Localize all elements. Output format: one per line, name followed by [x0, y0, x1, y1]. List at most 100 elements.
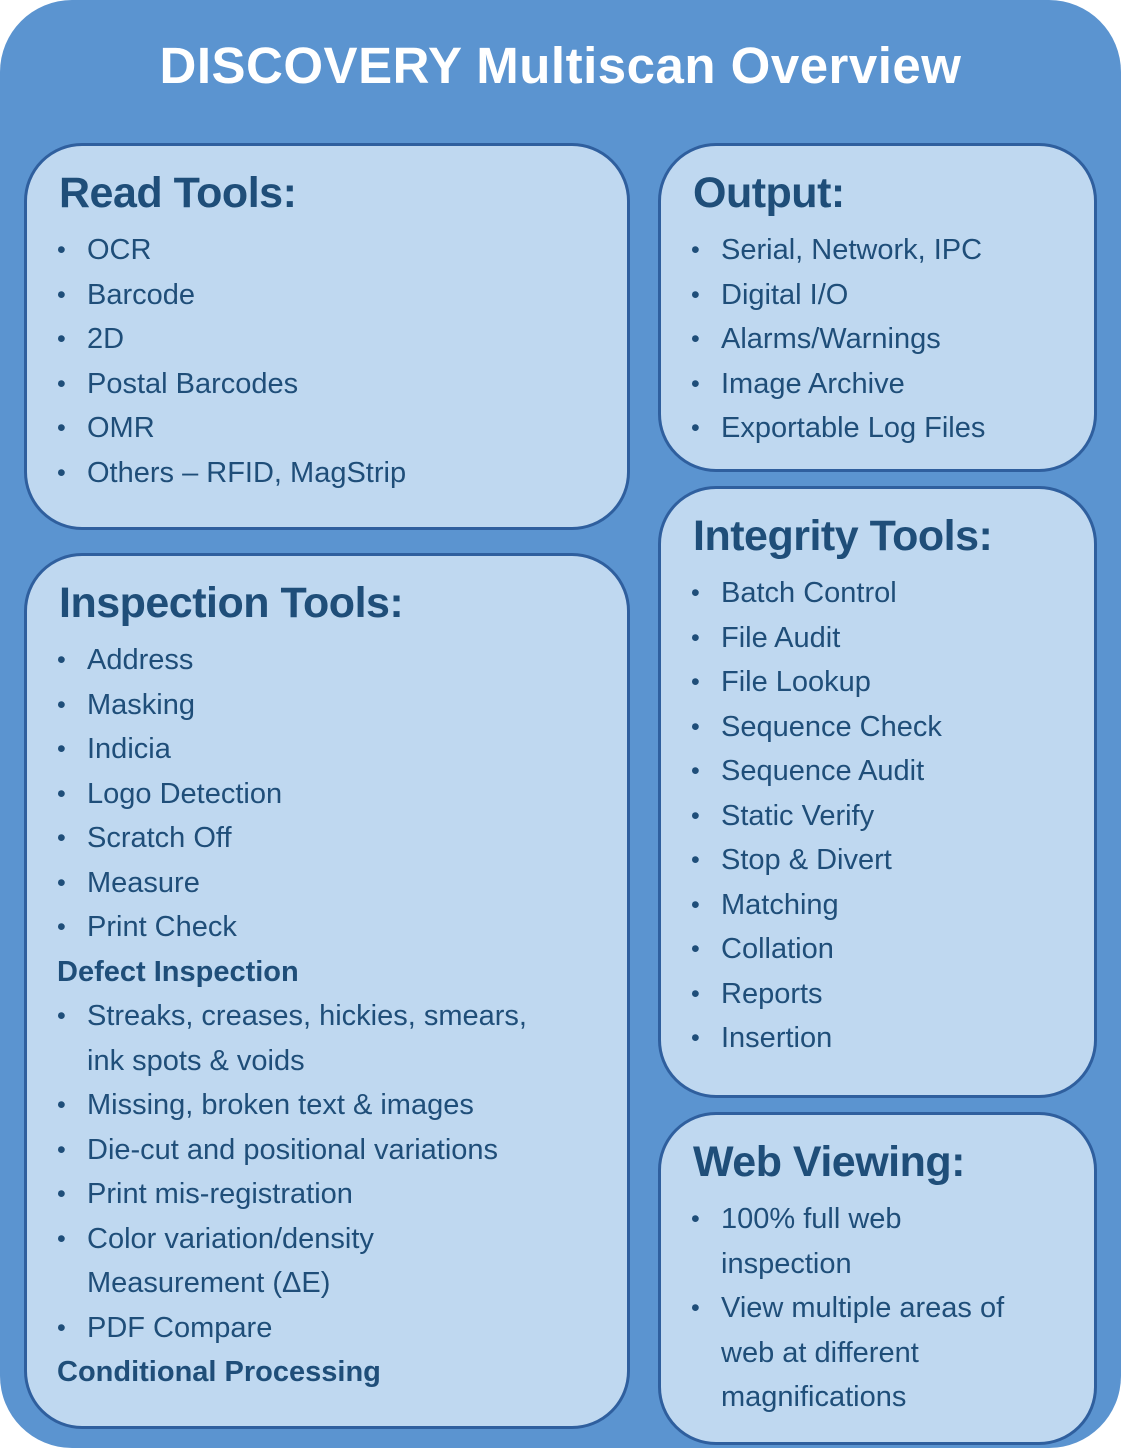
output-heading: Output: [693, 169, 845, 217]
list-item-label: Collation [721, 933, 834, 965]
list-item-label: Address [87, 644, 194, 676]
list-item-label: Barcode [87, 278, 196, 311]
bullet-icon: • [57, 236, 66, 264]
list-item-label: Masking [87, 688, 195, 721]
list-item: • Missing, broken text & images [57, 1083, 607, 1128]
list-item-label: Die-cut and positional variations [87, 1133, 499, 1166]
bullet-icon: • [57, 735, 66, 763]
list-item: • Reports [691, 972, 1074, 1017]
list-item-label: 100% full web inspection [721, 1203, 902, 1280]
list-item-label: 2D [87, 323, 125, 355]
list-item: • Masking [57, 683, 607, 728]
bullet-icon: • [57, 1091, 66, 1119]
bullet-icon: • [691, 890, 700, 919]
list-item: •Exportable Log Files [691, 406, 1074, 451]
list-item: • OCR [57, 228, 607, 273]
list-item-label: Print mis-registration [87, 1178, 353, 1210]
bullet-icon: • [57, 1135, 66, 1164]
list-item: • Print mis-registration [57, 1172, 607, 1217]
bullet-icon: • [691, 979, 700, 1008]
bullet-icon: • [57, 690, 66, 719]
list-item: • Sequence Check [691, 705, 1074, 750]
list-item-label: OMR [87, 412, 155, 444]
integrity-tools-panel: Integrity Tools: •Batch Control•File Aud… [658, 486, 1097, 1098]
list-item: • Measure [57, 861, 607, 906]
read-tools-heading: Read Tools: [59, 169, 297, 217]
list-item: • 100% full web inspection [691, 1197, 1074, 1286]
bullet-icon: • [691, 712, 700, 741]
list-item-label: Print Check [87, 911, 237, 943]
bullet-icon: • [691, 1024, 700, 1052]
list-item-label: Reports [721, 977, 823, 1010]
list-item-label: Postal Barcodes [87, 367, 299, 400]
list-item-label: Conditional Processing [57, 1356, 381, 1388]
bullet-icon: • [691, 1205, 700, 1233]
list-item: •Others – RFID, MagStrip [57, 451, 607, 496]
list-item: •Alarms/Warnings [691, 317, 1074, 362]
list-item: •Static Verify [691, 794, 1074, 839]
web-viewing-panel: Web Viewing: • 100% full web inspection•V… [658, 1112, 1097, 1445]
bullet-icon: • [57, 913, 66, 941]
list-item: •Serial, Network, IPC [691, 228, 1074, 273]
list-item: •Sequence Audit [691, 749, 1074, 794]
list-item-label: File Audit [721, 621, 841, 654]
bullet-icon: • [57, 824, 66, 852]
read-tools-panel: Read Tools: • OCR •Barcode • 2D • Postal Barco… [24, 143, 630, 530]
page-title: DISCOVERY Multiscan Overview [159, 37, 962, 94]
inspection-tools-list: •Address•Masking•Indicia•Logo Detection•… [57, 638, 607, 1395]
list-item: •Barcode [57, 273, 607, 318]
list-item: • Collation [691, 927, 1074, 972]
bullet-icon: • [691, 846, 700, 874]
bullet-icon: • [57, 1313, 66, 1342]
list-item-label: OCR [87, 234, 152, 266]
list-item-label: Measure [87, 866, 200, 899]
bullet-icon: • [691, 935, 700, 963]
list-item-label: Stop & Divert [721, 844, 892, 876]
list-item-label: Logo Detection [87, 777, 283, 810]
list-item: • Die-cut and positional variations [57, 1128, 607, 1173]
list-item-label: Indicia [87, 733, 171, 765]
bullet-icon: • [57, 325, 66, 353]
list-item: •File Audit [691, 616, 1074, 661]
list-item-label: Digital I/O [721, 278, 849, 311]
list-subheading: Defect Inspection [57, 950, 607, 995]
web-viewing-list: • 100% full web inspection•View multiple … [691, 1197, 1074, 1420]
list-item: • Insertion [691, 1016, 1074, 1061]
list-item: •Color variation/density Measurement (ΔE… [57, 1217, 607, 1306]
list-item-label: Matching [721, 888, 839, 921]
list-item-label: Sequence Audit [721, 755, 925, 787]
bullet-icon: • [57, 868, 66, 897]
list-item-label: Image Archive [721, 367, 905, 400]
list-item-label: Insertion [721, 1022, 833, 1054]
bullet-icon: • [57, 1180, 66, 1208]
list-item: • Scratch Off [57, 816, 607, 861]
list-item-label: Alarms/Warnings [721, 323, 941, 355]
list-item-label: Exportable Log Files [721, 412, 986, 444]
bullet-icon: • [691, 579, 700, 607]
inspection-tools-panel: Inspection Tools: •Address•Masking•Indic… [24, 553, 630, 1429]
list-item-label: Others – RFID, MagStrip [87, 456, 407, 489]
list-item-label: Static Verify [721, 799, 875, 832]
list-item: • Print Check [57, 905, 607, 950]
bullet-icon: • [57, 646, 66, 674]
list-item: • Stop & Divert [691, 838, 1074, 883]
bullet-icon: • [691, 280, 700, 309]
list-item: • Digital I/O [691, 273, 1074, 318]
list-item: • Logo Detection [57, 772, 607, 817]
bullet-icon: • [57, 1224, 66, 1253]
list-item-label: View multiple areas of web at different … [721, 1292, 1005, 1413]
list-item: •View multiple areas of web at different… [691, 1286, 1074, 1420]
bullet-icon: • [57, 779, 66, 808]
list-item-label: Scratch Off [87, 822, 232, 854]
list-item: • Matching [691, 883, 1074, 928]
list-item: •Image Archive [691, 362, 1074, 407]
list-item: •File Lookup [691, 660, 1074, 705]
list-item-label: Streaks, creases, hickies, smears, ink s… [87, 1000, 527, 1077]
bullet-icon: • [57, 369, 66, 398]
list-item-label: Missing, broken text & images [87, 1089, 474, 1121]
list-item: •Batch Control [691, 571, 1074, 616]
read-tools-list: • OCR•Barcode • 2D • Postal Barcodes • OMR •Othe… [57, 228, 607, 495]
list-item-label: File Lookup [721, 666, 871, 698]
list-item-label: Sequence Check [721, 710, 942, 743]
web-viewing-heading: Web Viewing: [693, 1138, 965, 1186]
